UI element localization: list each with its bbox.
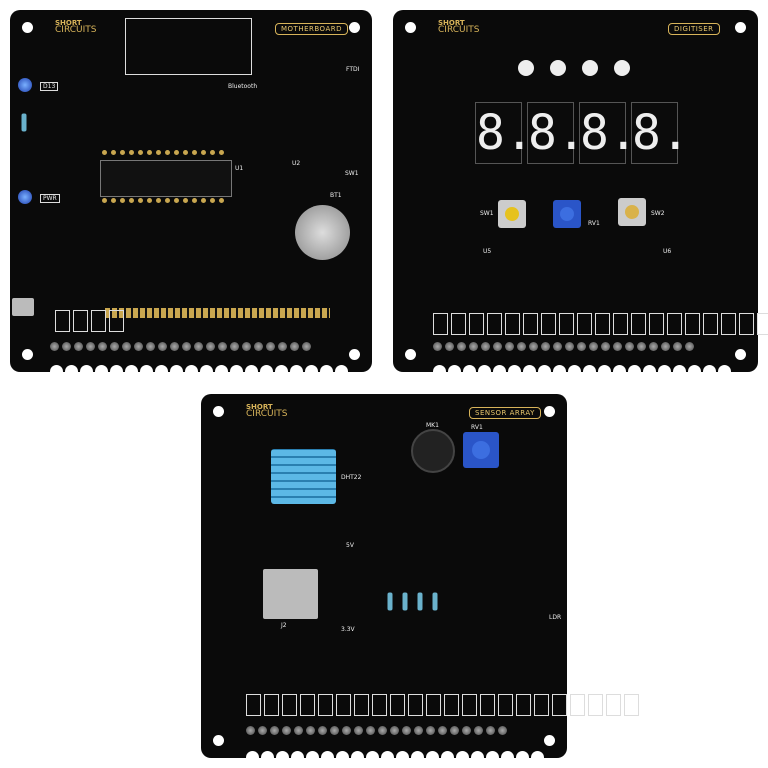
led-d13 <box>18 78 32 92</box>
seven-segment-digit: 8. <box>631 102 690 164</box>
mounting-hole <box>735 349 746 360</box>
brand-line1: SHORT <box>55 19 82 27</box>
5v-label: 5V <box>346 542 354 549</box>
push-button-sw1[interactable] <box>498 200 526 228</box>
ftdi-label: FTDI <box>346 66 360 73</box>
push-button-sw2[interactable] <box>618 198 646 226</box>
bluetooth-label: Bluetooth <box>228 83 258 90</box>
seven-segment-digit: 8. <box>475 102 534 164</box>
sd-card-slot <box>263 569 318 619</box>
mounting-hole <box>405 22 416 33</box>
terminal-block <box>50 365 348 372</box>
rv1-label: RV1 <box>588 220 600 227</box>
resistor <box>402 592 408 611</box>
brand-line1: SHORT <box>438 19 465 27</box>
board-title: MOTHERBOARD <box>275 23 348 35</box>
brand-line2: CIRCUITS <box>55 25 97 35</box>
bluetooth-outline <box>125 18 252 75</box>
mounting-hole <box>544 735 555 746</box>
screw-terminal <box>50 342 311 351</box>
ic-pins <box>102 150 224 155</box>
mk1-label: MK1 <box>426 422 439 429</box>
sw1-label: SW1 <box>345 170 359 177</box>
mounting-hole <box>544 406 555 417</box>
brand-line1: SHORT <box>246 403 273 411</box>
3v3-label: 3.3V <box>341 626 355 633</box>
ic-pins <box>102 198 224 203</box>
screw-terminal <box>246 726 507 735</box>
dht-label: DHT22 <box>341 474 362 481</box>
brand-line2: CIRCUITS <box>438 25 480 35</box>
board-title: SENSOR ARRAY <box>469 407 541 419</box>
mounting-hole <box>349 349 360 360</box>
terminal-block <box>246 751 544 758</box>
board-title: DIGITISER <box>668 23 720 35</box>
pin-labels <box>246 694 639 716</box>
rv1-label: RV1 <box>471 424 483 431</box>
mounting-hole <box>735 22 746 33</box>
seven-segment-digit: 8. <box>579 102 638 164</box>
brand-line2: CIRCUITS <box>246 409 288 419</box>
resistor <box>387 592 393 611</box>
mounting-hole <box>213 406 224 417</box>
resistor <box>21 113 27 132</box>
led-row <box>518 60 630 76</box>
mounting-hole <box>405 349 416 360</box>
led-pwr <box>18 190 32 204</box>
sw2-label: SW2 <box>651 210 665 217</box>
mounting-hole <box>22 22 33 33</box>
microphone-mk1 <box>411 429 455 473</box>
pin-labels <box>55 310 124 332</box>
potentiometer-rv1[interactable] <box>463 432 499 468</box>
usb-port <box>12 298 34 316</box>
mounting-hole <box>22 349 33 360</box>
terminal-block <box>433 365 731 372</box>
potentiometer-rv1[interactable] <box>553 200 581 228</box>
j2-label: J2 <box>281 622 287 629</box>
pwr-label: PWR <box>40 194 60 203</box>
screw-terminal <box>433 342 694 351</box>
resistor <box>432 592 438 611</box>
u2-label: U2 <box>292 160 301 167</box>
d13-label: D13 <box>40 82 59 91</box>
resistor <box>417 592 423 611</box>
ldr-label: LDR <box>549 614 562 621</box>
pin-header-strip <box>105 308 330 318</box>
pin-labels <box>433 313 768 335</box>
u6-label: U6 <box>663 248 672 255</box>
sw1-label: SW1 <box>480 210 494 217</box>
microcontroller-u1 <box>100 160 232 197</box>
mounting-hole <box>349 22 360 33</box>
seven-segment-digit: 8. <box>527 102 586 164</box>
bt1-label: BT1 <box>330 192 342 199</box>
coin-cell-battery <box>295 205 350 260</box>
mounting-hole <box>213 735 224 746</box>
dht-sensor <box>271 449 336 504</box>
u1-label: U1 <box>235 165 244 172</box>
u5-label: U5 <box>483 248 492 255</box>
